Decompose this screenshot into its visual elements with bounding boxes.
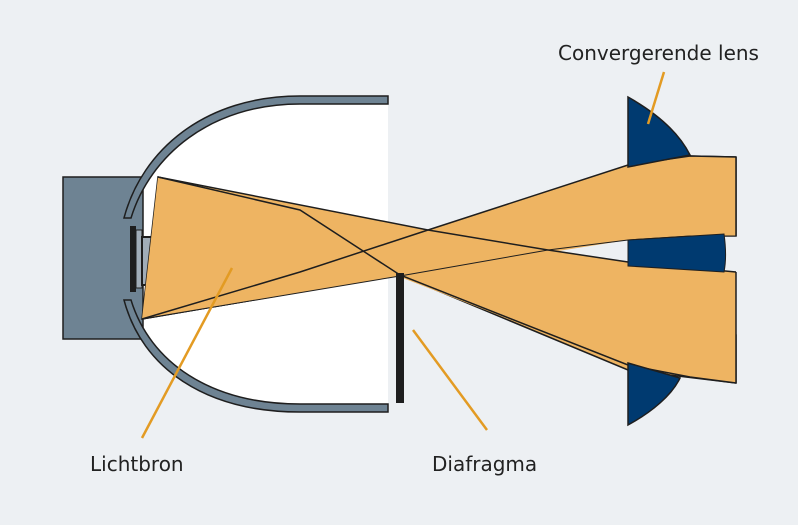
light-source-leader-line	[140, 267, 234, 439]
diaphragm-label: Diafragma	[432, 452, 537, 476]
converging-lens-top	[627, 95, 692, 168]
beam-upper-body	[142, 156, 736, 319]
beam-lower-body	[142, 177, 736, 383]
socket-plate	[130, 226, 136, 292]
reflector	[123, 95, 389, 219]
converging-lens-middle	[627, 233, 726, 273]
reflector-lower	[123, 299, 389, 413]
diaphragm	[396, 273, 404, 403]
diaphragm-leader-line	[411, 329, 489, 431]
lens-label: Convergerende lens	[558, 41, 759, 65]
beam-edge-3	[157, 176, 737, 384]
light-source-label: Lichtbron	[90, 452, 184, 476]
converging-lens-bottom	[627, 362, 682, 427]
lens-leader-line	[646, 71, 666, 125]
beam-edge-4	[141, 155, 737, 320]
